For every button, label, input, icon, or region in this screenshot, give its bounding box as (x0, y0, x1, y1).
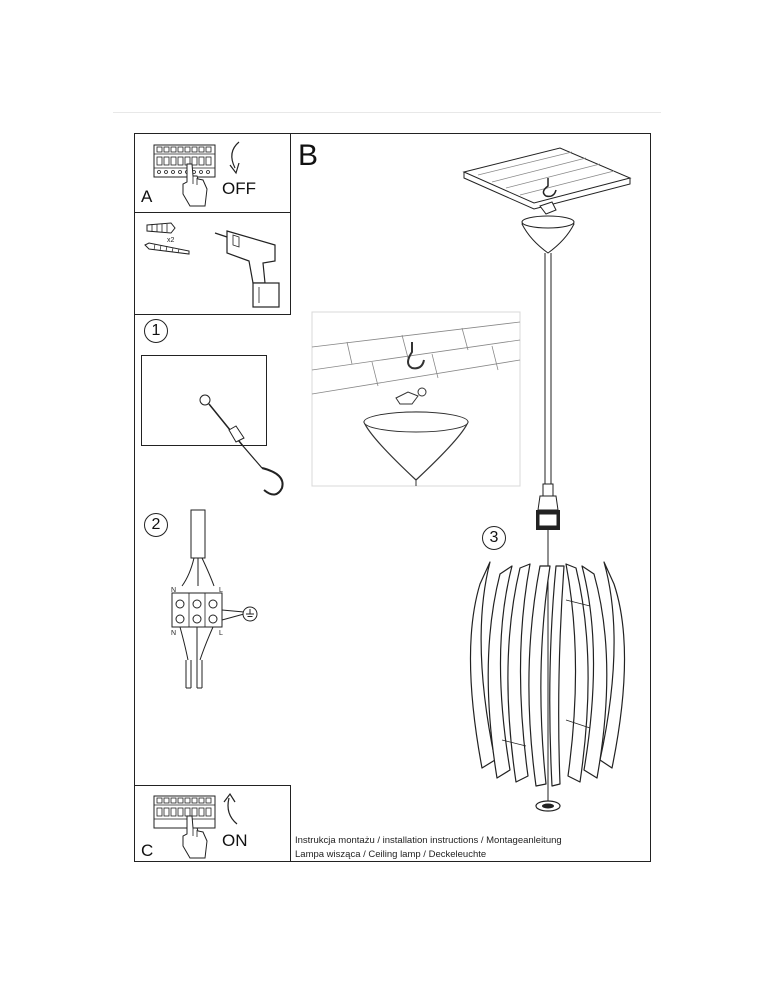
tools-panel: x2 (134, 212, 291, 315)
circuit-breaker-icon (153, 144, 216, 178)
screw-icon (144, 242, 190, 255)
caption-line-2: Lampa wisząca / Ceiling lamp / Deckeleuc… (295, 849, 487, 860)
wall-plug-icon (146, 222, 176, 234)
step-1-number: 1 (144, 319, 168, 343)
ceiling-box (141, 355, 267, 446)
top-rule (113, 112, 661, 113)
step-2-number: 2 (144, 513, 168, 537)
panel-a: A OFF (134, 133, 291, 213)
circuit-breaker-icon (153, 795, 216, 829)
neutral-top-label: N (171, 587, 177, 594)
arrow-up-icon (223, 792, 238, 825)
off-label: OFF (222, 179, 256, 198)
caption-line-1: Instrukcja montażu / installation instru… (295, 835, 562, 846)
panel-a-letter: A (141, 187, 153, 206)
canopy-detail (311, 311, 521, 487)
neutral-bottom-label: N (171, 630, 177, 637)
instruction-sheet (134, 133, 651, 862)
step-3-number: 3 (482, 526, 506, 550)
multiplier-label: x2 (167, 237, 175, 244)
panel-c-letter: C (141, 841, 154, 860)
drill-icon (214, 230, 280, 308)
panel-c: C ON (134, 785, 291, 862)
hand-icon (182, 815, 208, 859)
arrow-down-icon (229, 141, 240, 175)
panel-b-letter: B (298, 139, 319, 172)
hand-icon (182, 163, 208, 207)
on-label: ON (222, 831, 248, 850)
live-bottom-label: L (219, 630, 223, 637)
live-top-label: L (219, 587, 223, 594)
